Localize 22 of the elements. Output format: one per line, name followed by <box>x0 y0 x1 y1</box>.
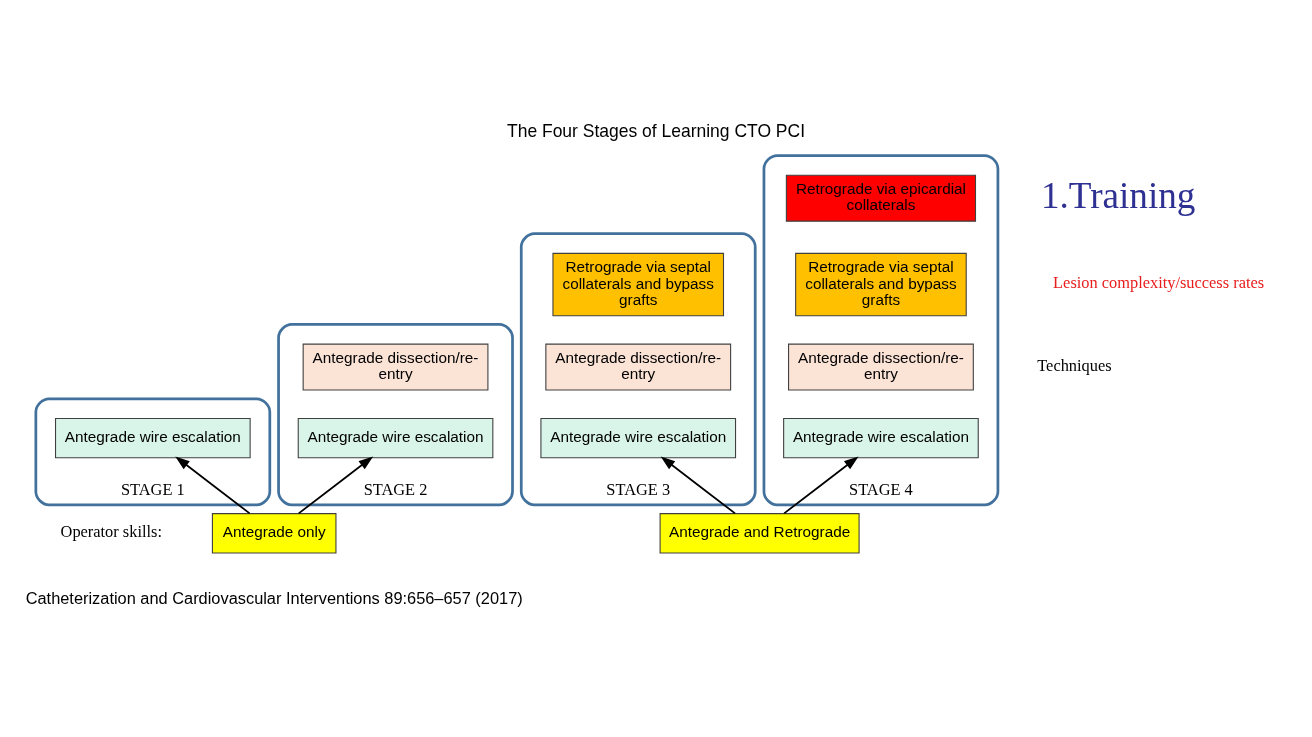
arrow <box>297 455 374 514</box>
node-box: Retrograde via septal collaterals and bypass grafts <box>552 252 725 316</box>
node-box: Antegrade and Retrograde <box>659 512 860 553</box>
node-box: Antegrade wire escalation <box>55 417 251 458</box>
node-box: Antegrade dissection/re-entry <box>545 343 732 391</box>
caption: Catheterization and Cardiovascular Interventions 89:656–657 (2017) <box>25 588 523 607</box>
diagram-title: The Four Stages of Learning CTO PCI <box>506 120 806 141</box>
node-box: Antegrade only <box>211 512 337 553</box>
label: Operator skills: <box>60 521 162 541</box>
label: 1.Training <box>1040 174 1196 216</box>
node-box: Antegrade wire escalation <box>540 417 737 458</box>
node-box: Antegrade wire escalation <box>297 417 494 458</box>
arrow <box>783 455 859 514</box>
label: Lesion complexity/success rates <box>1053 272 1265 292</box>
node-box: Antegrade wire escalation <box>783 417 979 458</box>
label: Techniques <box>1037 355 1112 375</box>
arrow <box>660 455 736 514</box>
arrow <box>175 455 251 514</box>
node-box: Retrograde via septal collaterals and bypass grafts <box>795 252 967 316</box>
node-box: Antegrade dissection/re-entry <box>788 343 974 391</box>
node-box: Antegrade dissection/re-entry <box>302 343 489 391</box>
node-box: Retrograde via epicardial collaterals <box>785 174 977 222</box>
